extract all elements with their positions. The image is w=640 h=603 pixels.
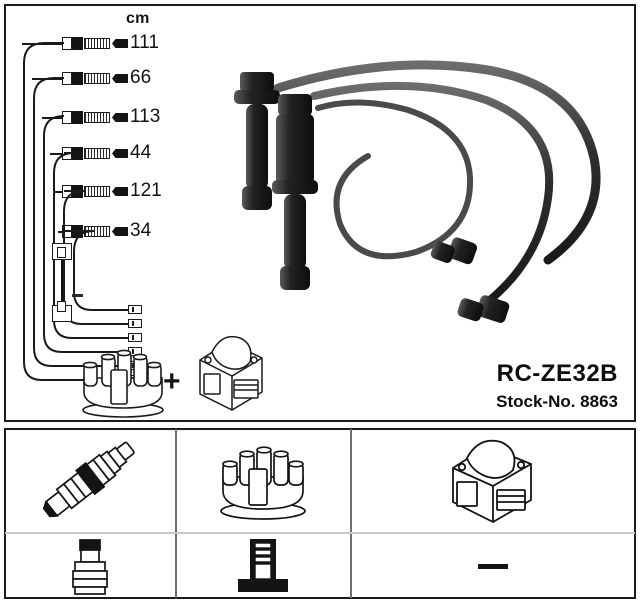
cable-body <box>84 112 110 123</box>
legend-cell-spark-plug <box>6 430 174 530</box>
spark-plug-boot <box>234 72 280 210</box>
cable-length-1: 111 <box>130 32 159 53</box>
cable-terminal <box>112 187 128 196</box>
cable-length-6: 34 <box>130 220 152 241</box>
cable-body <box>84 148 110 159</box>
cable-collar <box>72 111 83 124</box>
plug-boot-icon <box>72 539 108 595</box>
legend-cell-ignition-coil <box>352 430 634 530</box>
cable-terminal <box>112 149 128 158</box>
cable-terminal <box>112 113 128 122</box>
distributor-cap-icon <box>82 349 164 418</box>
distributor-cap-icon <box>220 446 306 520</box>
legend-cell-plug-boot <box>6 534 174 598</box>
terminal-connector-icon <box>238 539 288 592</box>
dash-icon <box>478 563 508 569</box>
bundle-terminal-6 <box>128 305 142 314</box>
bundle-terminal-4 <box>128 333 142 342</box>
cable-body <box>84 186 110 197</box>
bundle-terminal-5 <box>128 319 142 328</box>
spark-plug-boot <box>272 94 318 290</box>
cable-set-photo <box>218 48 636 338</box>
spark-plug-icon <box>42 441 135 518</box>
ignition-coil-icon <box>199 335 263 411</box>
cable-collar <box>72 37 83 50</box>
cable-length-2: 66 <box>130 67 152 88</box>
distributor-boot <box>430 237 478 265</box>
cable-length-3: 113 <box>130 106 161 127</box>
cable-body <box>84 73 110 84</box>
stock-number: Stock-No. 8863 <box>496 392 618 411</box>
short-cable-stem-top <box>57 247 66 258</box>
legend-cell-dash <box>352 534 634 598</box>
lead-wire <box>54 191 64 193</box>
cable-row-3: 113 <box>0 106 190 132</box>
cable-length-5: 121 <box>130 180 162 201</box>
legend-divider-2 <box>350 429 352 598</box>
distributor-boot <box>457 295 510 323</box>
cable-boot <box>62 111 72 124</box>
cable-terminal <box>112 39 128 48</box>
cable-body <box>84 38 110 49</box>
product-code: RC-ZE32B <box>496 360 618 387</box>
short-cable-stem-bottom <box>57 301 66 312</box>
cable-terminal <box>112 227 128 236</box>
cable-length-4: 44 <box>130 142 152 163</box>
lead-wire <box>58 231 64 233</box>
short-cable-wire <box>61 255 64 310</box>
cable-collar <box>72 147 83 160</box>
legend-divider-1 <box>175 429 177 598</box>
cable-collar <box>72 72 83 85</box>
lead-wire <box>50 153 64 155</box>
plus-symbol: + <box>163 365 181 398</box>
legend-row-divider <box>5 532 635 534</box>
ignition-coil-icon <box>452 439 532 524</box>
unit-label: cm <box>126 10 150 27</box>
dash-marker-icon <box>72 294 83 297</box>
legend-cell-terminal <box>178 534 348 598</box>
legend-cell-distributor-cap <box>178 430 348 530</box>
cable-terminal <box>112 74 128 83</box>
